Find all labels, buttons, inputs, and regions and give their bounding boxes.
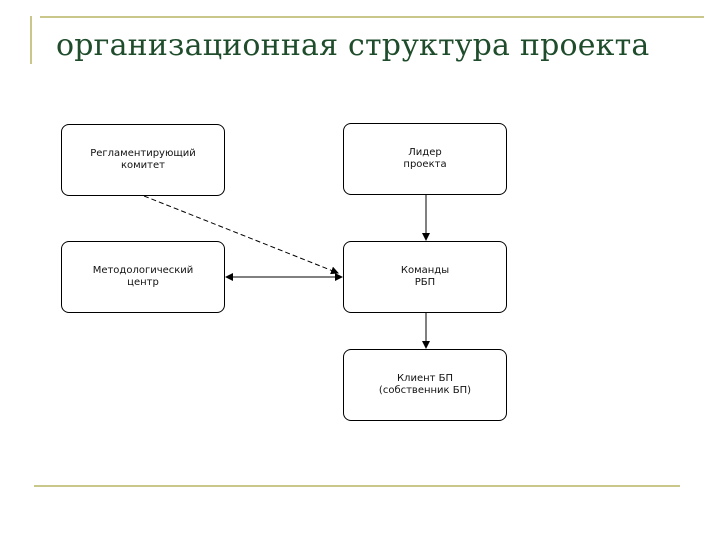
bottom-rule	[34, 485, 680, 487]
edge-committee-to-teams	[143, 195, 339, 275]
node-label-line: центр	[127, 277, 159, 288]
node-label-line: Клиент БП	[396, 373, 454, 384]
node-label-line: комитет	[120, 160, 165, 171]
node-label-line: Регламентирующий	[90, 148, 196, 159]
node-client: Клиент БП (собственник БП)	[343, 349, 507, 421]
node-label-line: РБП	[414, 277, 436, 288]
node-teams: Команды РБП	[343, 241, 507, 313]
node-label-line: (собственник БП)	[378, 385, 472, 396]
node-label-line: Лидер	[408, 147, 442, 158]
node-label-line: проекта	[403, 159, 447, 170]
node-methodology-center: Методологический центр	[61, 241, 225, 313]
top-rule	[40, 16, 704, 18]
slide-title: организационная структура проекта	[56, 28, 650, 63]
node-label-line: Методологический	[92, 265, 194, 276]
left-accent-rule	[30, 16, 32, 64]
node-project-leader: Лидер проекта	[343, 123, 507, 195]
node-regulatory-committee: Регламентирующий комитет	[61, 124, 225, 196]
node-label-line: Команды	[400, 265, 450, 276]
